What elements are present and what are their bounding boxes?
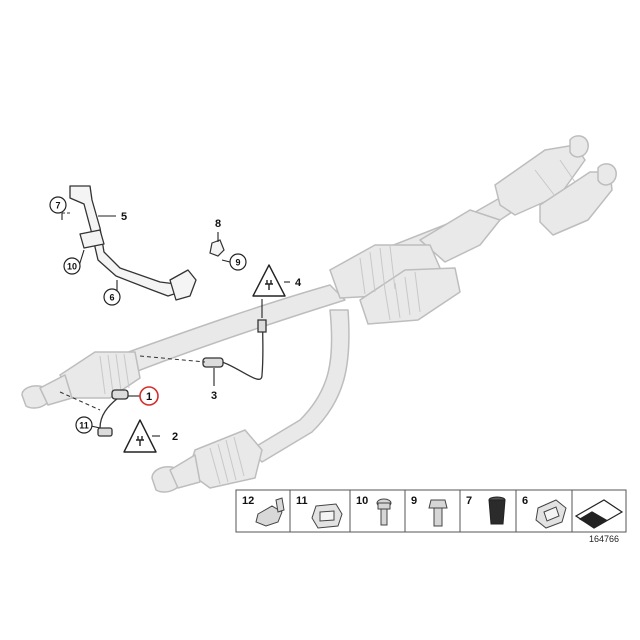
callout-4: 4	[295, 277, 302, 289]
sensor-2-plug	[97, 427, 113, 437]
leader-3-dashed	[139, 355, 206, 363]
bolt-shank	[380, 508, 388, 526]
rear-upper-tip	[569, 135, 589, 158]
left-lower-inlet	[169, 454, 201, 489]
legend-label-10: 10	[356, 495, 368, 507]
catalyst-ribs	[99, 159, 576, 485]
clamp-part	[209, 239, 225, 257]
orientation-arrow-icon	[574, 499, 624, 529]
legend-label-9: 9	[411, 495, 417, 507]
rear-lower-muffler	[539, 171, 613, 236]
plug-clip-icon	[255, 497, 285, 527]
rib	[359, 245, 396, 295]
nut-body	[488, 499, 506, 525]
callout-9: 9	[235, 258, 240, 268]
callout-6-circle	[103, 288, 121, 306]
hex-bolt-washer-icon	[376, 498, 392, 526]
legend-label-7: 7	[466, 495, 472, 507]
rib	[534, 159, 576, 197]
spring-clip-icon	[311, 503, 343, 529]
callout-1: 1	[146, 391, 152, 403]
callout-5: 5	[121, 211, 127, 223]
sensor-3-body	[202, 357, 224, 368]
leader-11-dashed	[59, 391, 101, 411]
callout-7-circle	[49, 196, 67, 214]
warning-triangle-4-icon	[252, 264, 286, 297]
sensor-1-wire	[99, 397, 119, 429]
bracket-end	[169, 269, 197, 301]
hex-bolt-icon	[428, 499, 448, 527]
callout-10: 10	[67, 262, 77, 272]
warning-triangle-2-icon	[123, 419, 157, 453]
dashed-leaders	[59, 355, 206, 411]
callout-11: 11	[79, 421, 89, 431]
small-parts-legend: 12 11 10 9 7 6	[235, 489, 627, 533]
exhaust-system	[21, 135, 617, 493]
plug-4-icon	[265, 280, 273, 290]
rib	[99, 353, 130, 395]
spring-clip-detail	[319, 510, 335, 522]
upper-pipe	[119, 284, 346, 373]
rib	[209, 436, 245, 485]
bracket-clip-icon	[535, 499, 567, 529]
bracket-clip-tab	[543, 506, 560, 522]
bracket-tab	[79, 229, 105, 249]
legend-frame	[235, 489, 627, 533]
crossover-section	[419, 209, 501, 263]
plug-clip-shape	[255, 505, 283, 527]
left-upper-inlet	[39, 374, 73, 406]
callout-1-circle	[139, 386, 159, 406]
clamp-body	[209, 239, 225, 257]
bolt-head	[428, 499, 448, 509]
callout-9-circle	[229, 253, 247, 271]
callout-11-circle	[75, 416, 93, 434]
leader-11	[90, 425, 101, 429]
bolt-shank	[433, 507, 443, 527]
arrow-fill	[578, 511, 608, 528]
leader-9	[221, 259, 231, 263]
sensor-1-body	[111, 389, 129, 400]
callout-2: 2	[172, 431, 178, 443]
rib	[384, 271, 421, 321]
callout-7: 7	[55, 201, 60, 211]
callout-6: 6	[109, 293, 114, 303]
callout-10-circle	[63, 257, 81, 275]
rubber-nut-icon	[488, 496, 506, 525]
plug-2-icon	[136, 436, 144, 446]
callout-3: 3	[211, 390, 217, 402]
legend-label-6: 6	[522, 495, 528, 507]
lower-pipe	[249, 309, 350, 463]
sensor-4-plug	[257, 319, 267, 333]
sensors	[97, 319, 267, 437]
sensor-3-wire	[221, 322, 264, 380]
diagram-id: 164766	[589, 534, 619, 544]
plug-clip-prong	[275, 497, 285, 513]
callout-8: 8	[215, 218, 221, 230]
legend-label-11: 11	[296, 495, 308, 507]
rear-lower-tip	[597, 163, 617, 186]
bolt-collar	[377, 502, 391, 510]
legend-label-12: 12	[242, 495, 254, 507]
mid-lower-catalyst	[359, 267, 461, 325]
bracket-assembly	[69, 185, 197, 301]
